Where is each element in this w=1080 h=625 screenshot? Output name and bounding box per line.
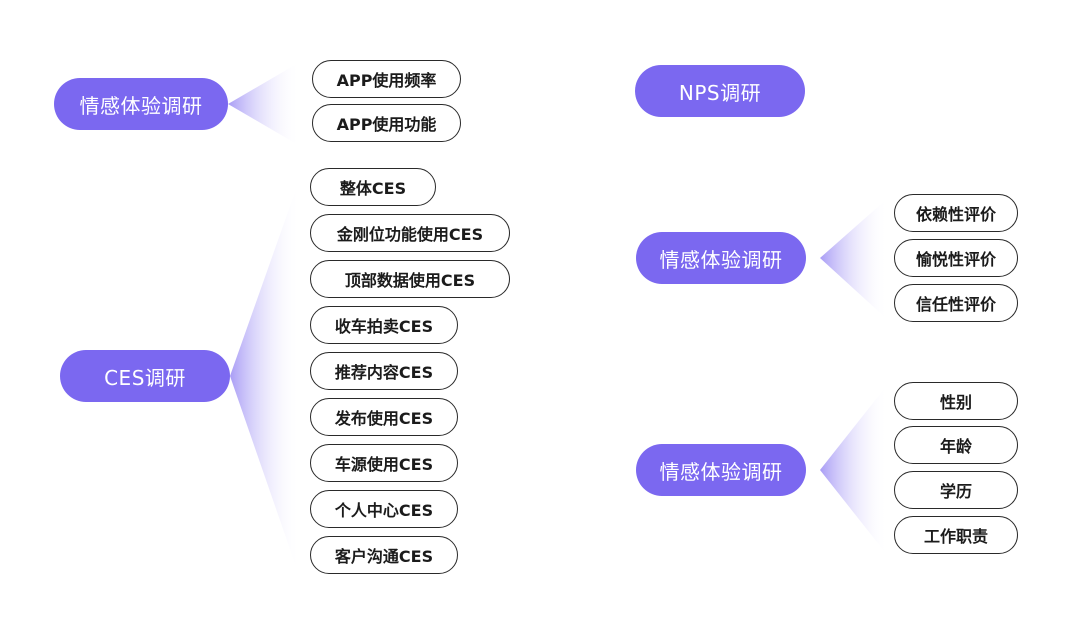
child-node: APP使用功能	[312, 104, 461, 142]
child-node: 愉悦性评价	[894, 239, 1018, 277]
connector-fan	[228, 62, 300, 146]
child-node: 性别	[894, 382, 1018, 420]
group-node-emotion-1: 情感体验调研	[54, 78, 228, 130]
connector-fan	[230, 178, 300, 578]
child-node: 顶部数据使用CES	[310, 260, 510, 298]
child-node: 金刚位功能使用CES	[310, 214, 510, 252]
child-node: 信任性评价	[894, 284, 1018, 322]
child-node: 车源使用CES	[310, 444, 458, 482]
connector-fan	[820, 384, 888, 556]
child-node: 年龄	[894, 426, 1018, 464]
group-node-nps: NPS调研	[635, 65, 805, 117]
child-node: 客户沟通CES	[310, 536, 458, 574]
group-node-emotion-2: 情感体验调研	[636, 232, 806, 284]
child-node: 整体CES	[310, 168, 436, 206]
group-node-emotion-3: 情感体验调研	[636, 444, 806, 496]
child-node: APP使用频率	[312, 60, 461, 98]
group-node-ces: CES调研	[60, 350, 230, 402]
child-node: 发布使用CES	[310, 398, 458, 436]
child-node: 依赖性评价	[894, 194, 1018, 232]
child-node: 收车拍卖CES	[310, 306, 458, 344]
child-node: 工作职责	[894, 516, 1018, 554]
child-node: 推荐内容CES	[310, 352, 458, 390]
child-node: 学历	[894, 471, 1018, 509]
child-node: 个人中心CES	[310, 490, 458, 528]
connector-fan	[820, 198, 888, 320]
